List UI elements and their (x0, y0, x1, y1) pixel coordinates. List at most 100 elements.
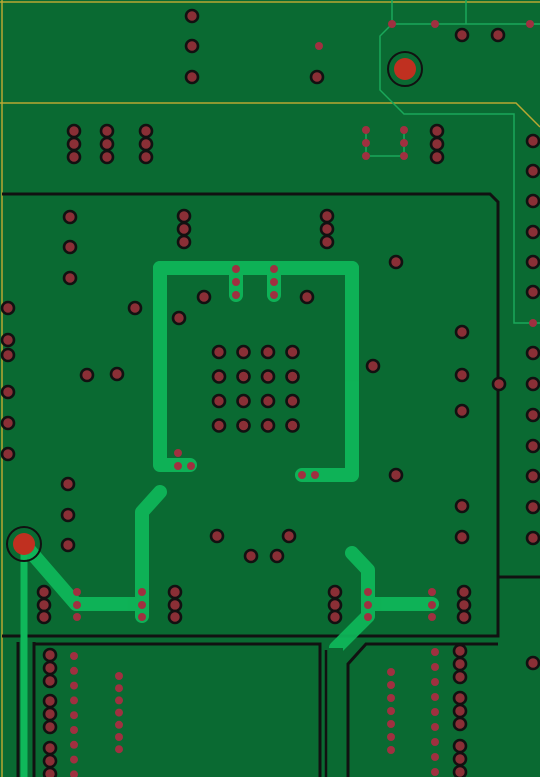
via-pad (62, 239, 78, 255)
small-via (270, 278, 278, 286)
via-pad (42, 647, 58, 663)
via-pad (167, 609, 183, 625)
small-via (364, 613, 372, 621)
via-pad (452, 643, 468, 659)
via-pad (176, 208, 192, 224)
small-via (298, 471, 306, 479)
through-hole-vias (0, 8, 540, 777)
via-pad (452, 716, 468, 732)
small-via (431, 768, 439, 776)
small-via (364, 601, 372, 609)
small-via (115, 672, 123, 680)
small-via (431, 738, 439, 746)
via-pad (452, 656, 468, 672)
via-pad (525, 284, 540, 300)
via-pad (236, 393, 251, 409)
via-pad (281, 528, 297, 544)
via-pad (138, 149, 154, 165)
small-via (115, 733, 123, 741)
via-pad (260, 369, 276, 384)
via-pad (236, 369, 251, 384)
via-pad (525, 438, 540, 454)
small-via (174, 449, 182, 457)
via-pad (327, 597, 343, 613)
small-via (526, 20, 534, 28)
via-pad (285, 418, 300, 433)
via-pad (99, 149, 115, 165)
pour-outlines (2, 192, 540, 777)
via-pad (388, 467, 404, 483)
via-pad (454, 324, 470, 340)
via-pad (176, 221, 192, 237)
via-pad (0, 332, 16, 348)
via-pad (525, 376, 540, 392)
via-pad (42, 766, 58, 777)
via-pad (42, 673, 58, 689)
small-vias (70, 20, 537, 777)
small-via (431, 678, 439, 686)
via-pad (525, 163, 540, 179)
via-pad (42, 753, 58, 769)
via-pad (452, 703, 468, 719)
via-pad (0, 415, 16, 431)
via-pad (454, 367, 470, 383)
via-pad (285, 369, 300, 384)
small-via (311, 471, 319, 479)
via-pad (452, 738, 468, 754)
small-via (431, 708, 439, 716)
small-via (73, 588, 81, 596)
via-pad (429, 149, 445, 165)
small-via (387, 733, 395, 741)
small-via (70, 711, 78, 720)
via-pad (0, 446, 16, 462)
small-via (70, 726, 78, 734)
via-pad (319, 208, 335, 224)
small-via (70, 740, 78, 749)
via-pad (525, 345, 540, 361)
via-pad (42, 706, 58, 722)
via-pad (42, 660, 58, 676)
via-pad (525, 224, 540, 240)
via-pad (525, 655, 540, 671)
via-pad (211, 393, 227, 409)
via-pad (525, 254, 540, 270)
via-pad (167, 584, 183, 600)
via-pad (60, 537, 76, 553)
via-pad (79, 367, 95, 383)
small-via (364, 588, 372, 596)
via-pad (60, 507, 76, 523)
small-via (428, 601, 436, 609)
via-pad (388, 254, 404, 270)
via-pad (127, 300, 143, 316)
small-via (387, 681, 395, 689)
small-via (431, 693, 439, 701)
small-via (400, 139, 408, 147)
via-pad (99, 123, 115, 139)
via-pad (184, 38, 200, 54)
small-via (115, 720, 123, 729)
via-pad (319, 221, 335, 237)
via-pad (109, 366, 125, 382)
via-pad (171, 310, 187, 326)
via-pad (60, 476, 76, 492)
via-pad (456, 609, 472, 625)
small-via (387, 694, 395, 702)
via-pad (525, 133, 540, 149)
small-via (270, 265, 278, 273)
small-via (387, 746, 395, 754)
small-via (232, 278, 240, 286)
via-pad (452, 690, 468, 706)
via-pad (285, 344, 300, 360)
via-pad (196, 289, 212, 305)
via-pad (209, 528, 225, 544)
small-via (115, 708, 123, 717)
via-pad (211, 418, 227, 433)
via-pad (454, 27, 470, 43)
via-pad (285, 393, 300, 409)
small-via (400, 126, 408, 134)
small-via (400, 152, 408, 160)
small-via (138, 613, 146, 621)
via-pad (454, 529, 470, 545)
small-via (115, 745, 123, 754)
